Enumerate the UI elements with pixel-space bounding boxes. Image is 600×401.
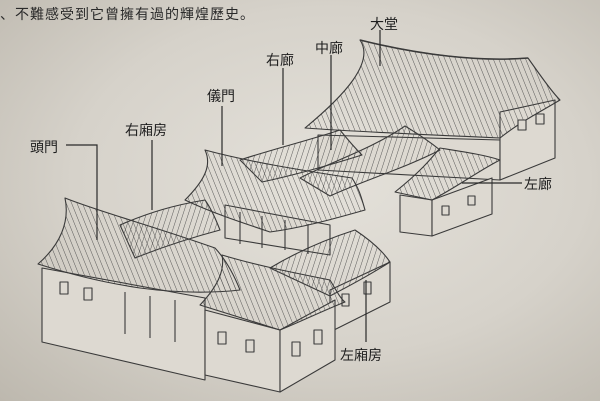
left-corridor-building [394,147,501,237]
label-middle-corridor: 中廊 [315,41,343,57]
front-gate-building [37,197,241,381]
leader-front-gate [66,144,98,240]
front-left-block [199,254,346,393]
caption-text: 、不難感受到它曾擁有過的輝煌歷史。 [0,7,255,23]
label-right-wing: 右廂房 [125,123,167,139]
label-main-hall: 大堂 [370,17,398,33]
label-left-wing: 左廂房 [340,348,382,364]
label-ceremonial-gate: 儀門 [207,89,235,105]
label-left-corridor: 左廊 [524,177,552,193]
label-right-corridor: 右廊 [266,53,294,69]
label-front-gate: 頭門 [30,140,58,156]
